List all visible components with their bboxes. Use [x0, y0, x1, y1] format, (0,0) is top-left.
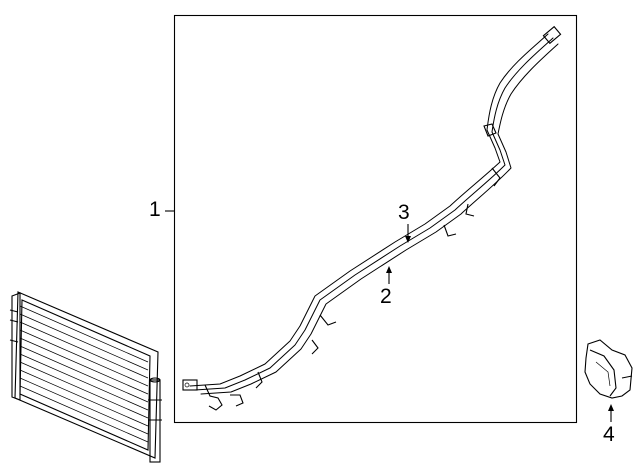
bracket-drawing [584, 339, 633, 399]
callout-2: 2 [380, 285, 392, 308]
leader-2 [386, 266, 392, 284]
assembly-frame [173, 14, 578, 424]
callout-1: 1 [149, 198, 161, 221]
callout-3: 3 [398, 201, 410, 224]
condenser-drawing [9, 291, 162, 463]
cooler-line-tubes [182, 25, 562, 411]
leader-3 [405, 224, 411, 243]
callout-4: 4 [603, 423, 615, 446]
leader-4 [608, 404, 614, 422]
